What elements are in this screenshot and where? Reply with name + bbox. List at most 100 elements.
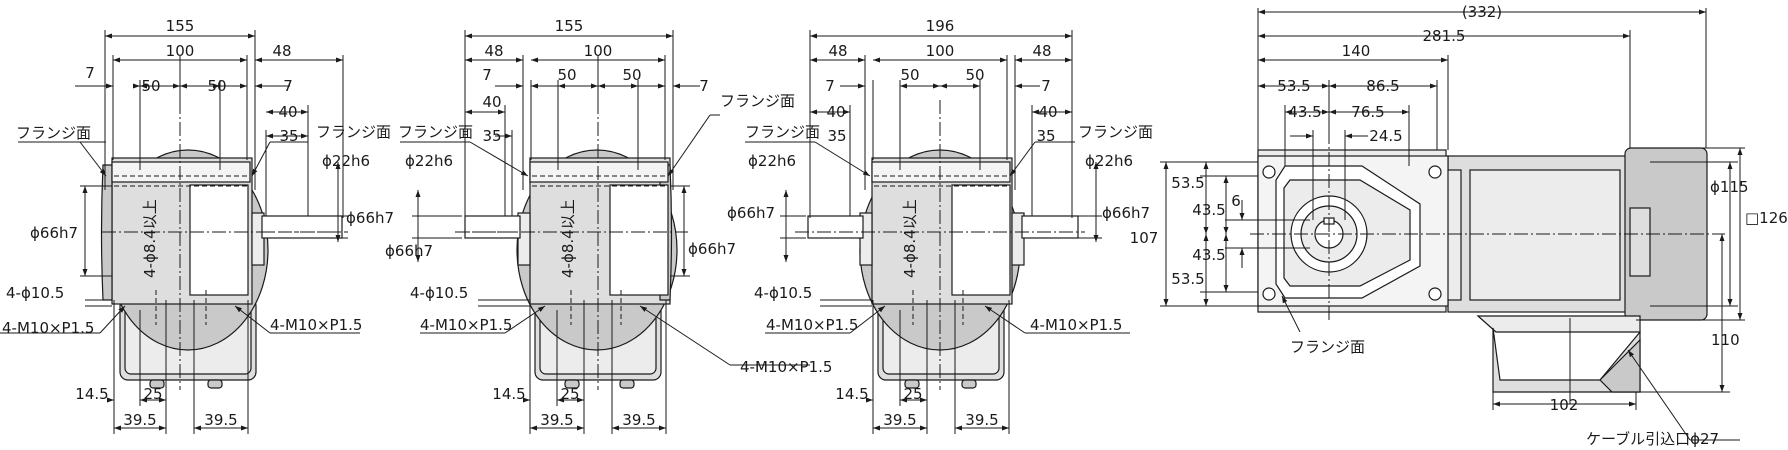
dim-7-right: 7 bbox=[1041, 77, 1051, 95]
view-3-double-shaft: 196 100 48 48 7 50 50 7 40 40 35 35 フランジ… bbox=[727, 17, 1153, 434]
view-3-lines bbox=[745, 30, 1130, 434]
thread-label-right: 4-M10×P1.5 bbox=[740, 358, 832, 376]
flange-face-label-left: フランジ面 bbox=[745, 123, 820, 141]
hole-label: 4-ϕ10.5 bbox=[754, 284, 812, 302]
dim-281-5: 281.5 bbox=[1423, 27, 1466, 45]
dim-48: 48 bbox=[484, 42, 503, 60]
view-4-lines bbox=[1160, 8, 1745, 441]
thread-label-right: 4-M10×P1.5 bbox=[1030, 316, 1122, 334]
dim-35-right: 35 bbox=[1036, 127, 1055, 145]
dim-39-5-right: 39.5 bbox=[965, 411, 998, 429]
view-4-side-view: (332) 281.5 140 53.5 86.5 43.5 76.5 24.5… bbox=[1130, 3, 1788, 448]
dim-14-5: 14.5 bbox=[75, 385, 108, 403]
dim-25: 25 bbox=[903, 385, 922, 403]
through-hole-label: 4-ϕ8.4以上 bbox=[141, 199, 159, 278]
dim-196: 196 bbox=[926, 17, 955, 35]
bore-diameter-label-right: ϕ66h7 bbox=[688, 240, 736, 258]
view-1-body bbox=[100, 149, 343, 389]
through-hole-label: 4-ϕ8.4以上 bbox=[901, 199, 919, 278]
dim-40: 40 bbox=[482, 93, 501, 111]
shaft-diameter-label: ϕ22h6 bbox=[405, 152, 453, 170]
thread-label-left: 4-M10×P1.5 bbox=[420, 316, 512, 334]
dim-50-right: 50 bbox=[207, 77, 226, 95]
dim-140: 140 bbox=[1342, 42, 1371, 60]
dim-53-5-lower: 53.5 bbox=[1171, 270, 1204, 288]
dim-76-5: 76.5 bbox=[1351, 103, 1384, 121]
dim-126: □126 bbox=[1745, 209, 1788, 227]
dim-39-5-left: 39.5 bbox=[540, 411, 573, 429]
dim-6: 6 bbox=[1231, 192, 1241, 210]
view-3-text: 196 100 48 48 7 50 50 7 40 40 35 35 フランジ… bbox=[727, 17, 1153, 429]
dim-43-5-upper: 43.5 bbox=[1192, 201, 1225, 219]
dim-107: 107 bbox=[1130, 229, 1159, 247]
thread-label-left: 4-M10×P1.5 bbox=[2, 319, 94, 337]
dim-39-5-left: 39.5 bbox=[123, 411, 156, 429]
cable-entry-label: ケーブル引込口ϕ27 bbox=[1586, 430, 1719, 448]
dim-25: 25 bbox=[143, 385, 162, 403]
bore-diameter-label-left: ϕ66h7 bbox=[727, 204, 775, 222]
bore-diameter-label-left: ϕ66h7 bbox=[30, 224, 78, 242]
view-1-lines bbox=[0, 30, 360, 434]
dim-48: 48 bbox=[272, 42, 291, 60]
dim-115: ϕ115 bbox=[1710, 178, 1749, 196]
dim-100: 100 bbox=[926, 42, 955, 60]
dim-86-5: 86.5 bbox=[1366, 77, 1399, 95]
dim-53-5: 53.5 bbox=[1277, 77, 1310, 95]
dim-40-left: 40 bbox=[826, 103, 845, 121]
through-hole-label: 4-ϕ8.4以上 bbox=[559, 199, 577, 278]
dim-39-5-right: 39.5 bbox=[204, 411, 237, 429]
view-1-left-shaft-right: 155 100 48 7 50 50 7 40 35 フランジ面 フランジ面 ϕ… bbox=[0, 17, 394, 434]
dim-50-left: 50 bbox=[141, 77, 160, 95]
dim-24-5: 24.5 bbox=[1369, 127, 1402, 145]
dim-overall-332: (332) bbox=[1462, 3, 1502, 21]
shaft-diameter-label-right: ϕ22h6 bbox=[1085, 152, 1133, 170]
dim-7-right: 7 bbox=[283, 77, 293, 95]
dim-43-5-lower: 43.5 bbox=[1192, 246, 1225, 264]
bore-diameter-label-right: ϕ66h7 bbox=[1102, 204, 1150, 222]
hole-label: 4-ϕ10.5 bbox=[6, 284, 64, 302]
view-4-text: (332) 281.5 140 53.5 86.5 43.5 76.5 24.5… bbox=[1130, 3, 1788, 448]
hole-label: 4-ϕ10.5 bbox=[410, 284, 468, 302]
dim-50-right: 50 bbox=[965, 66, 984, 84]
dim-155: 155 bbox=[555, 17, 584, 35]
dim-102: 102 bbox=[1550, 396, 1579, 414]
dim-40: 40 bbox=[278, 103, 297, 121]
dim-35: 35 bbox=[279, 127, 298, 145]
dim-155: 155 bbox=[166, 17, 195, 35]
dim-48-left: 48 bbox=[828, 42, 847, 60]
flange-face-label: フランジ面 bbox=[1290, 338, 1365, 356]
dim-35: 35 bbox=[482, 127, 501, 145]
flange-face-label-left: フランジ面 bbox=[16, 124, 91, 142]
flange-face-label-right: フランジ面 bbox=[1078, 123, 1153, 141]
dim-110: 110 bbox=[1711, 331, 1740, 349]
dim-7-left: 7 bbox=[482, 66, 492, 84]
dim-14-5: 14.5 bbox=[835, 385, 868, 403]
flange-face-label-left: フランジ面 bbox=[398, 123, 473, 141]
dim-53-5-upper: 53.5 bbox=[1171, 174, 1204, 192]
flange-face-label-right: フランジ面 bbox=[316, 123, 391, 141]
shaft-diameter-label: ϕ22h6 bbox=[322, 152, 370, 170]
view-2-lines bbox=[400, 30, 810, 434]
thread-label-left: 4-M10×P1.5 bbox=[766, 316, 858, 334]
dim-100: 100 bbox=[584, 42, 613, 60]
dim-35-left: 35 bbox=[827, 127, 846, 145]
bore-diameter-label-right: ϕ66h7 bbox=[346, 209, 394, 227]
dim-7-left: 7 bbox=[85, 64, 95, 82]
view-1-text: 155 100 48 7 50 50 7 40 35 フランジ面 フランジ面 ϕ… bbox=[2, 17, 394, 429]
dim-48-right: 48 bbox=[1032, 42, 1051, 60]
dim-25: 25 bbox=[560, 385, 579, 403]
dim-39-5-right: 39.5 bbox=[622, 411, 655, 429]
bore-diameter-label-left: ϕ66h7 bbox=[385, 242, 433, 260]
thread-label-right: 4-M10×P1.5 bbox=[270, 316, 362, 334]
dim-100: 100 bbox=[166, 42, 195, 60]
view-2-text: 155 100 48 7 50 50 7 40 35 フランジ面 フランジ面 ϕ… bbox=[385, 17, 832, 429]
dim-43-5: 43.5 bbox=[1288, 103, 1321, 121]
flange-face-label-right: フランジ面 bbox=[720, 92, 795, 110]
dim-50-right: 50 bbox=[622, 66, 641, 84]
shaft-diameter-label-left: ϕ22h6 bbox=[748, 152, 796, 170]
dim-40-right: 40 bbox=[1038, 103, 1057, 121]
dim-14-5: 14.5 bbox=[492, 385, 525, 403]
view-2-left-shaft-left: 155 100 48 7 50 50 7 40 35 フランジ面 フランジ面 ϕ… bbox=[385, 17, 832, 434]
dim-50-left: 50 bbox=[557, 66, 576, 84]
